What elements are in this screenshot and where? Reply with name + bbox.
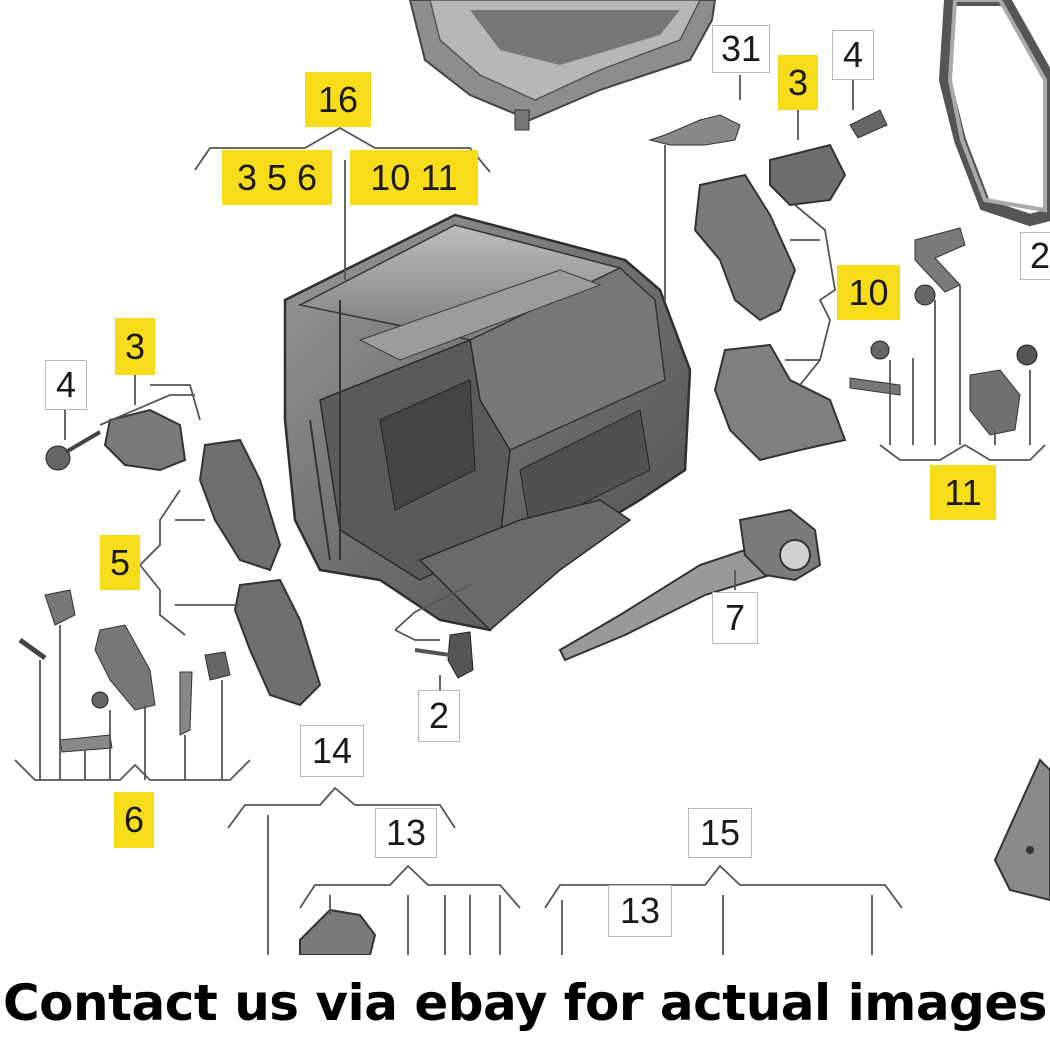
callout-11: 11 bbox=[930, 465, 996, 520]
callout-15: 15 bbox=[688, 808, 752, 858]
callout-16: 16 bbox=[305, 72, 371, 127]
callout-13-a: 13 bbox=[375, 808, 437, 858]
callout-5: 5 bbox=[100, 535, 140, 590]
callout-2: 2 bbox=[418, 690, 460, 742]
seal-frame-part bbox=[938, 0, 1050, 227]
bottom-bracket-part bbox=[299, 758, 1050, 955]
callout-10: 10 bbox=[837, 265, 900, 320]
callout-4-top: 4 bbox=[832, 30, 874, 80]
hvac-unit-part bbox=[283, 213, 692, 632]
footer-banner: Contact us via ebay for actual images bbox=[0, 955, 1050, 1050]
upper-housing-part bbox=[408, 0, 717, 131]
callout-3-5-6: 3 5 6 bbox=[222, 150, 332, 205]
callout-4-left: 4 bbox=[45, 360, 87, 410]
diagram-drawing bbox=[14, 0, 1050, 955]
callout-7: 7 bbox=[712, 592, 758, 644]
footer-text: Contact us via ebay for actual images bbox=[2, 973, 1048, 1032]
callout-14: 14 bbox=[300, 725, 364, 777]
sensor-part bbox=[414, 631, 474, 679]
callout-3-left: 3 bbox=[115, 318, 155, 375]
callout-3-top: 3 bbox=[778, 55, 818, 110]
callout-6: 6 bbox=[114, 792, 154, 848]
leader-lines bbox=[14, 75, 1046, 955]
drain-hose-part bbox=[558, 508, 822, 662]
callout-31: 31 bbox=[712, 25, 770, 73]
callout-13-b: 13 bbox=[608, 885, 672, 937]
actuator-bracket-part bbox=[648, 109, 1038, 462]
parts-diagram: 16 3 5 6 10 11 31 3 4 2 10 3 4 11 5 7 2 … bbox=[14, 0, 1050, 955]
callout-10-11: 10 11 bbox=[350, 150, 478, 205]
left-actuator-parts bbox=[18, 408, 322, 753]
callout-2-right: 2 bbox=[1020, 232, 1050, 280]
